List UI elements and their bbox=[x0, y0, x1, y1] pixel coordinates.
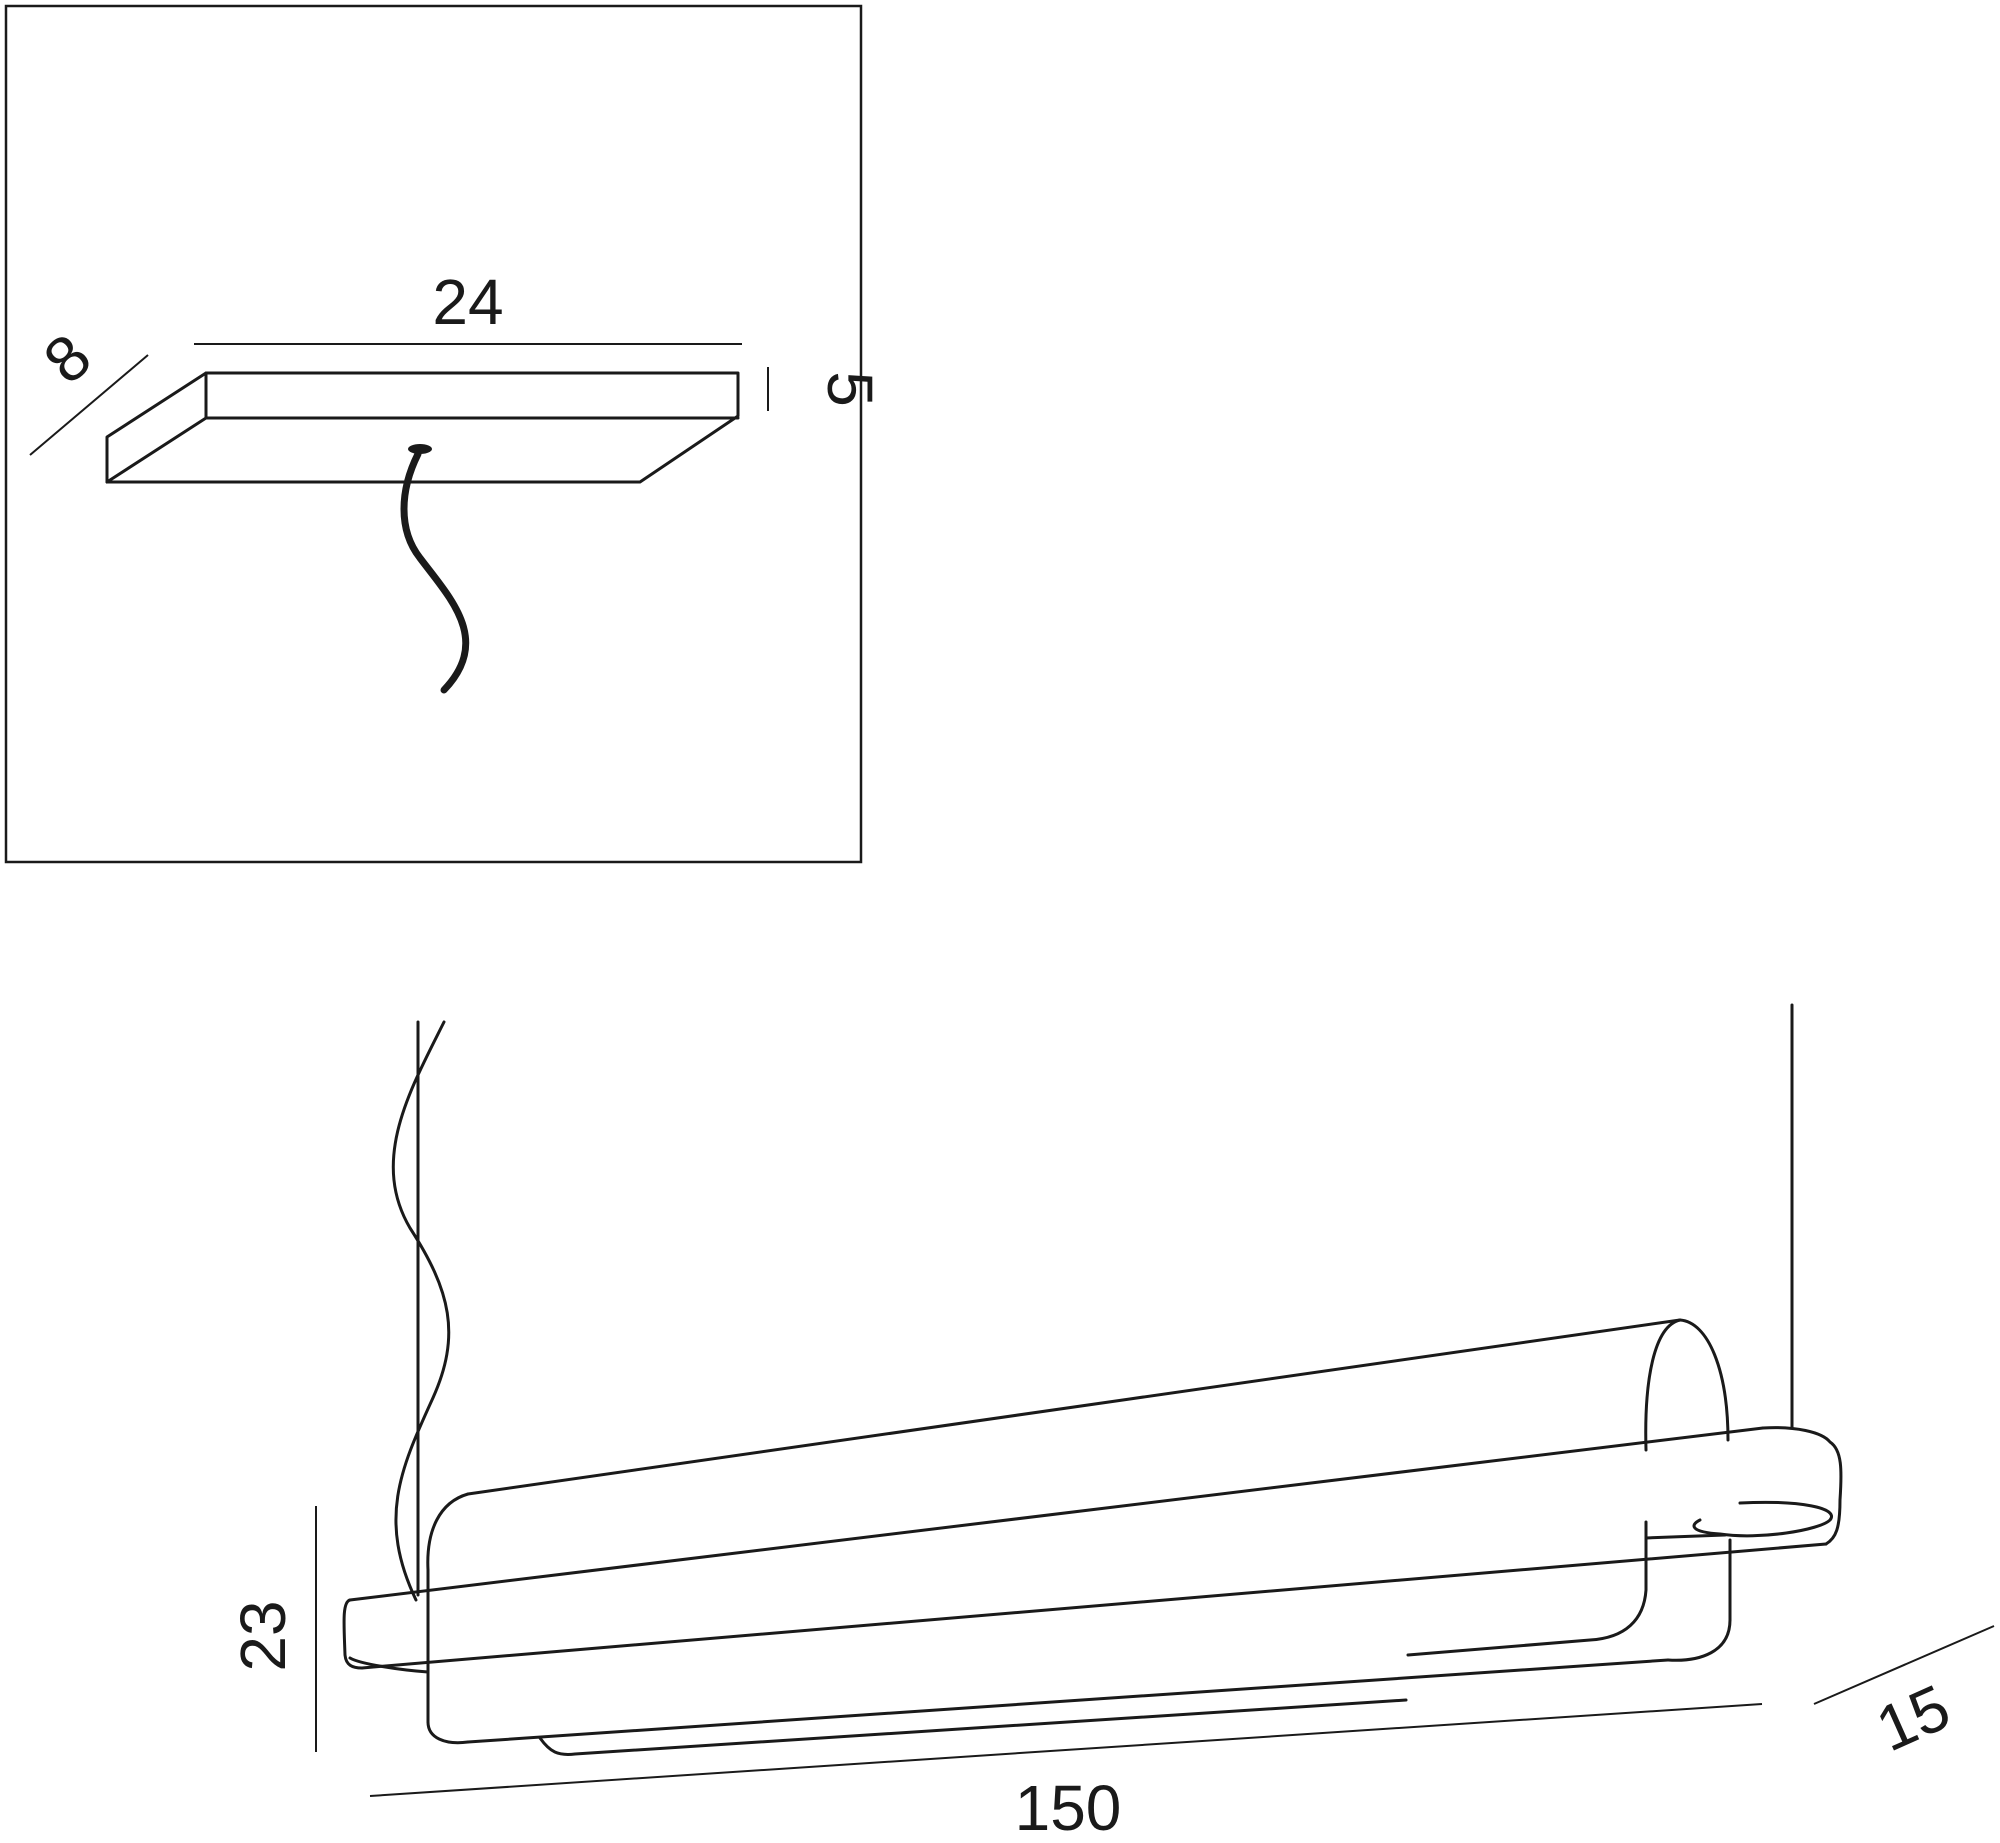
front-bar bbox=[342, 1426, 1843, 1674]
canopy-depth-label: 8 bbox=[30, 320, 105, 397]
inset-frame bbox=[4, 4, 863, 864]
pendant-lamp: 23 150 15 bbox=[227, 1003, 1995, 1843]
housing-right-end bbox=[1678, 1318, 1730, 1442]
lower-light-bar bbox=[538, 1698, 1408, 1756]
housing-left-bottom-corner bbox=[426, 1720, 470, 1745]
lamp-length-label: 150 bbox=[1015, 1772, 1122, 1843]
front-bar-right-end bbox=[1761, 1426, 1843, 1546]
cable-hole bbox=[408, 444, 432, 454]
canopy-height-label: 5 bbox=[814, 371, 886, 407]
front-bar-left-underside bbox=[348, 1656, 430, 1674]
housing-bottom-edge bbox=[466, 1658, 1670, 1744]
housing-right-bottom-corner bbox=[1666, 1618, 1732, 1662]
housing-inner-curve bbox=[1406, 1520, 1648, 1657]
canopy-box bbox=[105, 371, 740, 484]
canopy-depth-dim-line bbox=[29, 354, 149, 456]
front-bar-left-end bbox=[342, 1598, 364, 1670]
lamp-height-label: 23 bbox=[227, 1600, 299, 1671]
canopy-width-label: 24 bbox=[432, 266, 503, 338]
housing-top-edge bbox=[466, 1318, 1682, 1496]
power-cable bbox=[391, 1020, 451, 1602]
housing-left-curve bbox=[426, 1492, 470, 1572]
front-bar-right-underside bbox=[1692, 1500, 1834, 1538]
canopy-inset: 24 8 5 bbox=[4, 4, 886, 864]
housing-under-edge bbox=[1644, 1533, 1727, 1540]
lamp-depth-dim-line bbox=[1813, 1625, 1995, 1705]
housing-body bbox=[426, 1318, 1732, 1745]
front-bar-bottom bbox=[360, 1542, 1828, 1670]
lamp-depth-label: 15 bbox=[1866, 1671, 1960, 1766]
front-bar-top bbox=[348, 1426, 1765, 1602]
housing-right-end-inner bbox=[1644, 1318, 1682, 1452]
canopy-cable bbox=[400, 450, 470, 694]
lamp-length-dim-line bbox=[369, 1703, 1763, 1797]
